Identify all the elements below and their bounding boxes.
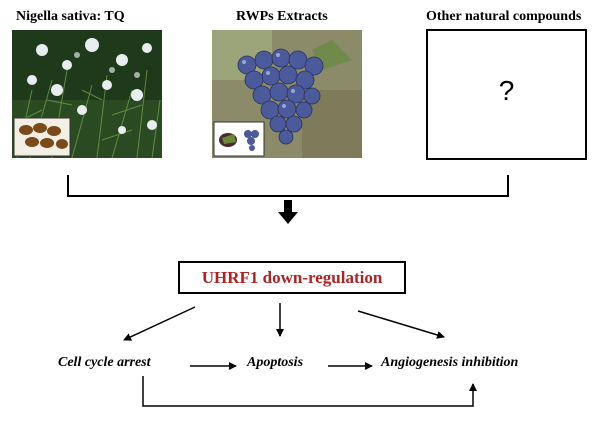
- uhrf1-box: UHRF1 down-regulation: [178, 261, 406, 294]
- red-grapes-photo: [212, 30, 362, 158]
- outcome-apoptosis: Apoptosis: [247, 355, 304, 370]
- source-title-rwps: RWPs Extracts: [236, 9, 328, 24]
- question-mark: ?: [498, 75, 515, 106]
- arrow-to-cell-cycle: [123, 306, 196, 341]
- arrow-to-angiogenesis: [357, 310, 445, 339]
- unknown-compound-box: ?: [426, 29, 587, 160]
- bypass-arrow: [142, 376, 477, 407]
- merge-arrow-shaft: [284, 200, 292, 212]
- nigella-sativa-photo: [12, 30, 162, 158]
- outcome-angiogenesis-inhibition: Angiogenesis inhibition: [381, 355, 519, 370]
- merge-arrow-head: [278, 212, 298, 224]
- source-title-other: Other natural compounds: [426, 9, 582, 24]
- sources-bracket: [67, 175, 509, 197]
- outcome-cell-cycle-arrest: Cell cycle arrest: [58, 355, 151, 370]
- source-title-nigella: Nigella sativa: TQ: [16, 9, 125, 24]
